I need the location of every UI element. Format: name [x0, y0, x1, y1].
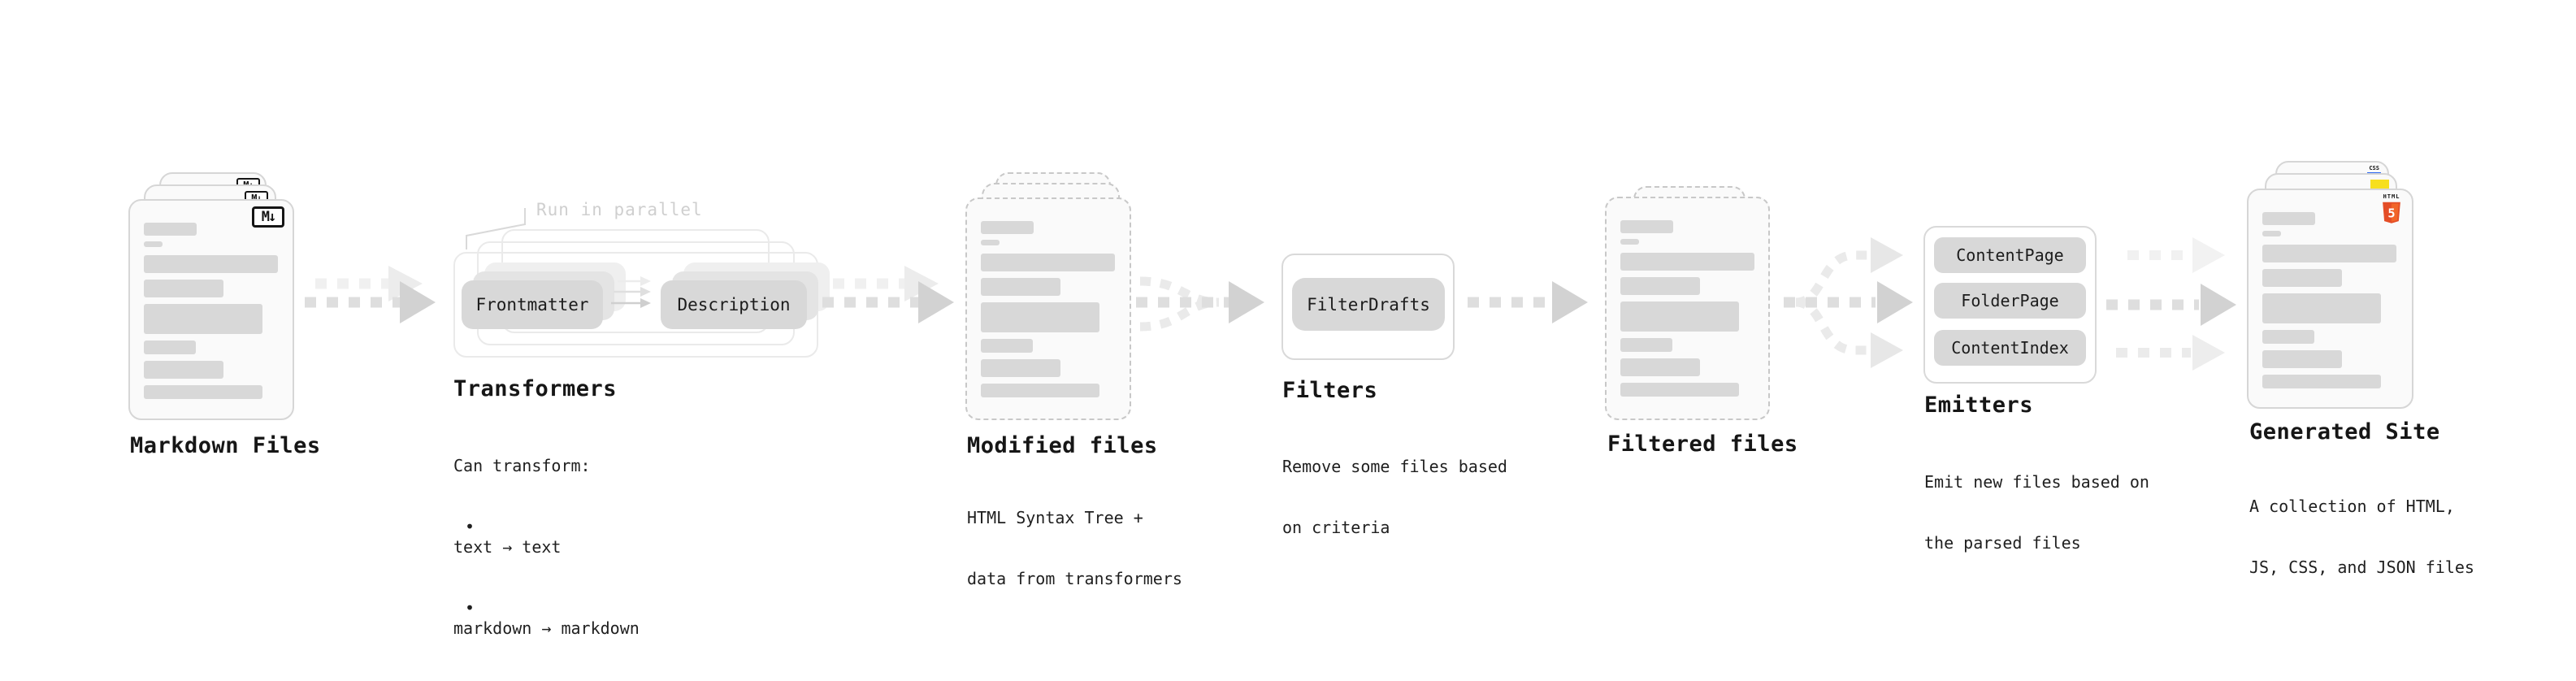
- doc-placeholder-line: [2262, 269, 2342, 287]
- stage-description: HTML Syntax Tree + data from transformer…: [967, 508, 1182, 588]
- html5-label: HTML: [2383, 193, 2400, 200]
- flow-arrow-emitters-to-generated: [2106, 237, 2236, 371]
- flow-arrow-modified-to-filters: [1136, 276, 1264, 332]
- stage-title: Modified files: [967, 433, 1158, 458]
- stage-title: Emitters: [1924, 393, 2034, 418]
- doc-placeholder-line: [981, 384, 1099, 397]
- bullet-icon: •: [465, 598, 475, 618]
- stage-title: Filters: [1282, 378, 1378, 403]
- doc-placeholder-line: [981, 240, 1000, 245]
- doc-placeholder-line: [1620, 239, 1639, 245]
- bullet-icon: •: [465, 517, 475, 536]
- stage-description: Remove some files based on criteria: [1282, 457, 1507, 537]
- doc-placeholder-line: [2262, 245, 2396, 262]
- stage-title: Filtered files: [1607, 432, 1798, 457]
- flow-arrow-transformers-to-modified: [822, 266, 954, 323]
- doc-placeholder-line: [144, 340, 196, 354]
- run-in-parallel-note: Run in parallel: [536, 200, 703, 219]
- transformer-step-frontmatter: Frontmatter: [462, 280, 603, 329]
- doc-placeholder-line: [144, 385, 262, 399]
- emitter-step-folderpage: FolderPage: [1934, 283, 2086, 319]
- doc-placeholder-line: [2262, 231, 2281, 236]
- doc-card-front: M↓: [128, 199, 294, 420]
- doc-placeholder-line: [144, 255, 278, 273]
- doc-placeholder-line: [144, 304, 262, 334]
- emitters-box: [1923, 226, 2097, 384]
- doc-placeholder-line: [981, 302, 1099, 332]
- doc-placeholder-line: [1620, 220, 1673, 233]
- doc-placeholder-line: [2262, 293, 2381, 323]
- doc-placeholder-line: [1620, 277, 1700, 295]
- bullet-icon: •: [465, 679, 631, 681]
- html5-shield: 5: [2383, 202, 2400, 223]
- doc-placeholder-line: [2262, 375, 2381, 388]
- filters-box: [1281, 254, 1455, 360]
- doc-placeholder-line: [981, 339, 1033, 353]
- doc-placeholder-line: [144, 241, 163, 247]
- emitter-step-contentindex: ContentIndex: [1934, 330, 2086, 366]
- stage-title: Markdown Files: [130, 433, 321, 458]
- doc-placeholder-line: [144, 280, 223, 297]
- doc-placeholder-line: [2262, 212, 2315, 225]
- doc-placeholder-line: [1620, 358, 1700, 376]
- doc-placeholder-line: [1620, 253, 1754, 271]
- flow-arrow-filtered-to-emitters: [1784, 237, 1913, 368]
- transformer-step-description: Description: [661, 280, 807, 329]
- doc-placeholder-line: [1620, 301, 1739, 332]
- flow-arrow-markdown-to-transformers: [305, 266, 436, 323]
- doc-placeholder-line: [981, 278, 1060, 296]
- markdown-icon: M↓: [252, 206, 284, 228]
- doc-placeholder-line: [981, 359, 1060, 377]
- doc-placeholder-line: [1620, 338, 1672, 352]
- doc-placeholder-line: [144, 223, 197, 236]
- js-icon: [2370, 180, 2389, 189]
- svg-text:5: 5: [2387, 206, 2395, 221]
- doc-placeholder-line: [981, 254, 1115, 271]
- bullet-item: •markdown → markdown: [453, 598, 640, 638]
- filter-step-filterdrafts: FilterDrafts: [1292, 278, 1445, 331]
- emitter-step-contentpage: ContentPage: [1934, 237, 2086, 273]
- stage-description: A collection of HTML, JS, CSS, and JSON …: [2249, 497, 2474, 577]
- doc-placeholder-line: [2262, 350, 2342, 368]
- stage-description: Emit new files based on the parsed files: [1924, 472, 2149, 553]
- desc-heading: Can transform:: [453, 456, 591, 475]
- html5-icon: HTML 5: [2381, 193, 2402, 231]
- bullet-item: •text → text: [453, 517, 640, 557]
- flow-arrow-filters-to-filtered: [1468, 281, 1588, 323]
- stage-title: Generated Site: [2249, 419, 2440, 445]
- stage-description: Can transform: •text → text •markdown → …: [453, 415, 640, 681]
- stage-title: Transformers: [453, 376, 618, 401]
- doc-placeholder-line: [981, 221, 1034, 234]
- doc-placeholder-line: [1620, 383, 1739, 397]
- doc-card-front: [965, 197, 1131, 420]
- doc-placeholder-line: [2262, 330, 2314, 344]
- bullet-item: •html → html: [453, 679, 640, 681]
- doc-card-front: [1605, 197, 1770, 420]
- doc-placeholder-line: [144, 361, 223, 379]
- doc-card-front: HTML 5: [2247, 189, 2413, 409]
